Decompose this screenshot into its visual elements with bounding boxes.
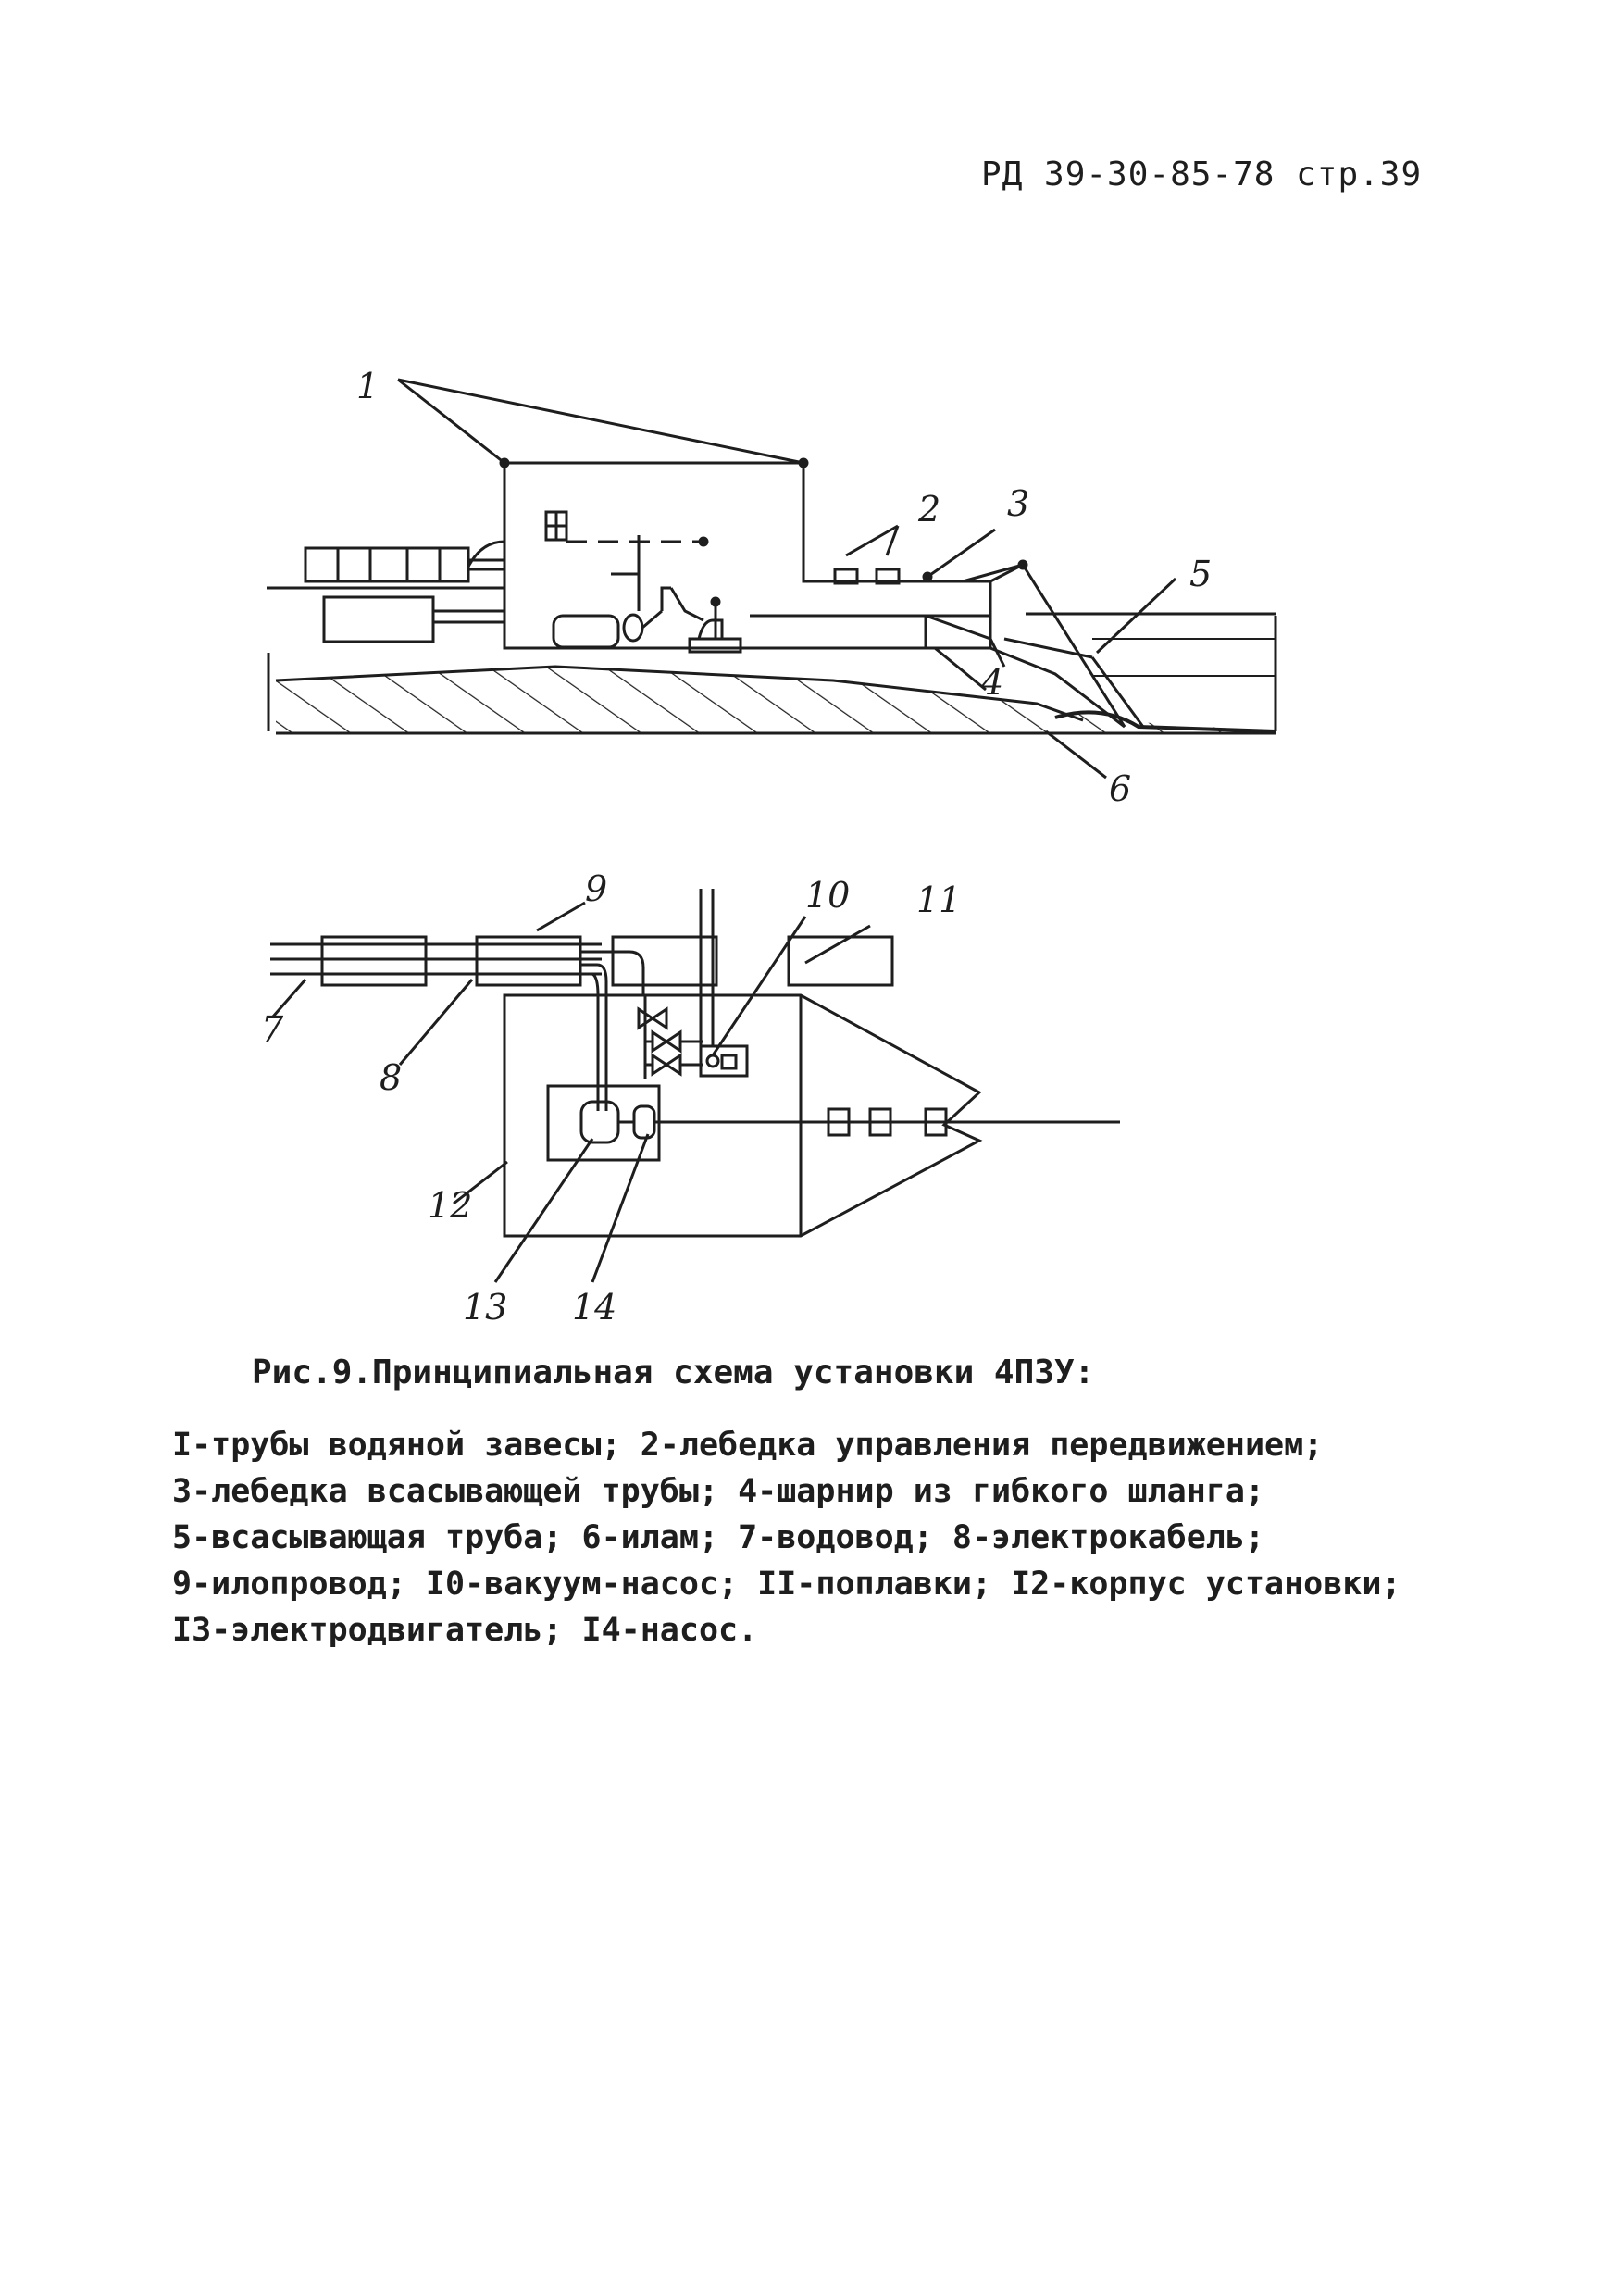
float-2 <box>475 935 582 987</box>
figure-caption: Рис.9.Принципиальная схема установки 4ПЗ… <box>252 1354 1095 1391</box>
legend: I-трубы водяной завесы; 2-лебедка управл… <box>172 1422 1403 1653</box>
float-left <box>322 595 435 643</box>
hull-outline <box>503 993 983 1238</box>
side-view <box>267 378 1277 780</box>
float-1 <box>320 935 428 987</box>
pump-14 <box>632 1104 656 1140</box>
vacuum-pump-10 <box>699 1044 749 1078</box>
winch-2a <box>833 568 859 585</box>
float-4 <box>787 935 894 987</box>
label-7: 7 <box>261 1009 284 1050</box>
label-12: 12 <box>428 1185 473 1226</box>
label-8: 8 <box>380 1057 403 1098</box>
winch-2b <box>875 568 901 585</box>
legend-line: 3-лебедка всасывающей трубы; 4-шарнир из… <box>172 1473 1265 1510</box>
label-14: 14 <box>572 1287 617 1328</box>
label-9: 9 <box>585 868 608 909</box>
motor-13 <box>579 1100 620 1144</box>
label-4: 4 <box>981 662 1004 703</box>
legend-line: 9-илопровод; I0-вакуум-насос; II-поплавк… <box>172 1566 1401 1603</box>
label-1: 1 <box>356 366 380 406</box>
legend-line: I-трубы водяной завесы; 2-лебедка управл… <box>172 1427 1324 1464</box>
silt-6 <box>1054 710 1276 733</box>
document-reference: РД 39-30-85-78 стр.39 <box>981 156 1423 193</box>
ground-top-line <box>275 665 1084 722</box>
legend-line: I3-электродвигатель; I4-насос. <box>172 1612 758 1649</box>
label-2: 2 <box>918 489 941 530</box>
plan-view <box>270 889 1120 1283</box>
motor-side <box>552 614 620 649</box>
ground-layer <box>276 667 1276 733</box>
scheme-drawing <box>267 378 1277 1283</box>
label-11: 11 <box>916 880 962 920</box>
label-5: 5 <box>1189 554 1213 594</box>
legend-line: 5-всасывающая труба; 6-илам; 7-водовод; … <box>172 1519 1265 1556</box>
label-13: 13 <box>463 1287 508 1328</box>
label-10: 10 <box>805 875 851 916</box>
water-curtain-pipes <box>304 546 470 583</box>
float-3 <box>611 935 718 987</box>
label-3: 3 <box>1007 483 1030 524</box>
label-6: 6 <box>1109 768 1132 809</box>
